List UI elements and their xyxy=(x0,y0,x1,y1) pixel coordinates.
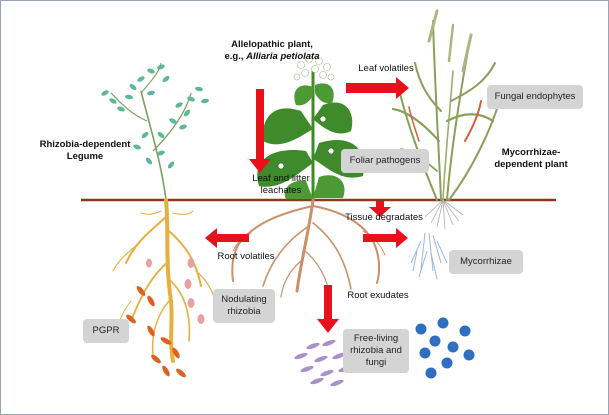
label-root-volatiles: Root volatiles xyxy=(217,251,275,262)
arrow-root-volatiles xyxy=(205,228,249,248)
species-example-prefix: e.g., xyxy=(224,51,247,62)
free-living-line3: fungi xyxy=(365,357,387,368)
legume-plant xyxy=(101,62,209,201)
free-living-line2: rhizobia and xyxy=(350,345,402,356)
free-living-line1: Free-living xyxy=(353,333,399,344)
box-foliar-pathogens: Foliar pathogens xyxy=(341,149,429,173)
mycorrhizae-plant-roots xyxy=(424,199,464,230)
label-allelopathic-plant: Allelopathic plant, e.g., Alliaria petio… xyxy=(219,39,325,63)
label-rhizobia-legume: Rhizobia-dependent Legume xyxy=(37,139,133,163)
legume-title-line2: Legume xyxy=(66,151,104,162)
allelopathic-title-line2: e.g., Alliaria petiolata xyxy=(219,51,325,63)
label-tissue-degradates: Tissue degradates xyxy=(345,212,423,223)
legume-roots xyxy=(112,198,216,363)
mycorrhizae-plant-title-line1: Mycorrhizae- xyxy=(501,147,561,158)
arrow-leaf-volatiles xyxy=(346,77,409,99)
box-free-living-rhizobia-fungi: Free-living rhizobia and fungi xyxy=(343,329,409,373)
arrow-leaf-leachates xyxy=(249,89,271,173)
label-mycorrhizae-plant: Mycorrhizae- dependent plant xyxy=(485,147,577,171)
mycorrhizae-plant-title-line2: dependent plant xyxy=(494,159,568,170)
label-root-exudates: Root exudates xyxy=(347,290,409,301)
box-mycorrhizae: Mycorrhizae xyxy=(449,250,523,274)
nodule-cluster xyxy=(146,258,205,324)
box-pgpr: PGPR xyxy=(83,319,129,343)
arrow-to-mycorrhizae xyxy=(363,228,408,248)
fungi-spores xyxy=(415,317,475,379)
species-name: Alliaria petiolata xyxy=(246,51,320,62)
box-nodulating-rhizobia: Nodulating rhizobia xyxy=(213,289,275,323)
mycorrhizae-hyphae xyxy=(410,232,448,280)
pgpr-bacteria xyxy=(126,286,186,378)
allelopathic-title-line1: Allelopathic plant, xyxy=(231,39,313,50)
mycorrhizae-dependent-plant xyxy=(391,9,502,201)
arrow-tissue-degradates xyxy=(369,201,391,217)
leachates-line1: Leaf and litter xyxy=(252,173,310,184)
nodulating-line1: Nodulating xyxy=(221,294,267,305)
label-leaf-volatiles: Leaf volatiles xyxy=(358,63,414,74)
box-fungal-endophytes: Fungal endophytes xyxy=(487,85,583,109)
leachates-line2: leachates xyxy=(260,185,302,196)
arrow-root-exudates xyxy=(317,285,339,333)
nodulating-line2: rhizobia xyxy=(227,306,261,317)
legume-title-line1: Rhizobia-dependent xyxy=(39,139,131,150)
label-leaf-litter-leachates: Leaf and litter leachates xyxy=(241,173,321,197)
